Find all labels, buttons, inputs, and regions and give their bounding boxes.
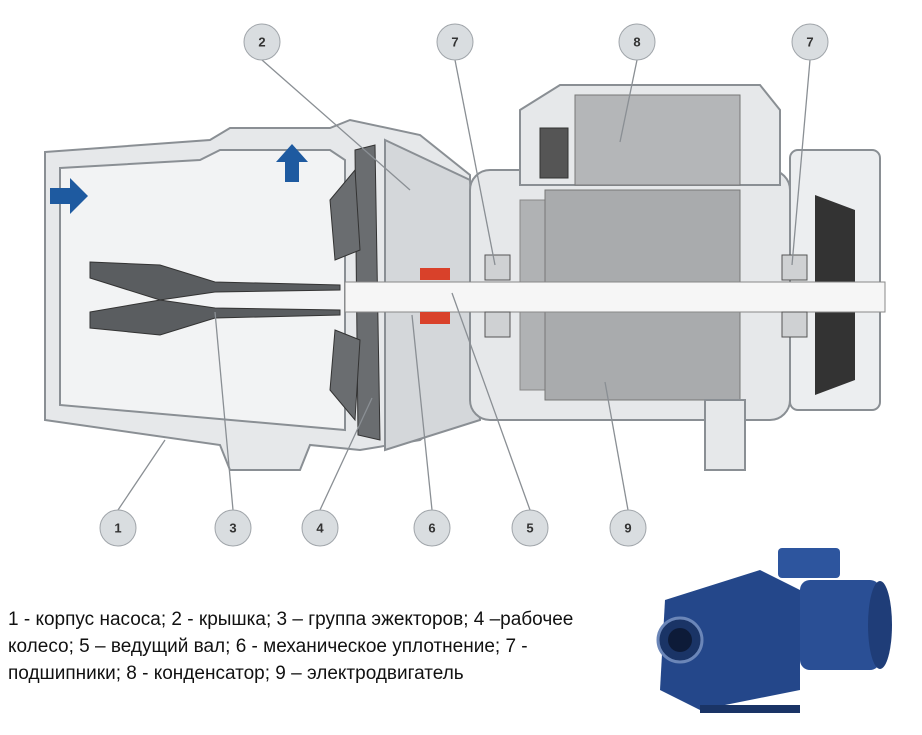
legend-line-3: подшипники; 8 - конденсатор; 9 – электро… <box>8 663 464 684</box>
callout-8: 8 <box>618 23 656 61</box>
callout-7-front: 7 <box>436 23 474 61</box>
bearings <box>484 254 808 338</box>
svg-text:2: 2 <box>258 35 265 50</box>
callout-7-rear: 7 <box>791 23 829 61</box>
parts-legend: 1 - корпус насоса; 2 - крышка; 3 – групп… <box>8 606 628 687</box>
outlet-arrow-icon <box>276 144 308 182</box>
callout-6: 6 <box>413 509 451 547</box>
callout-5: 5 <box>511 509 549 547</box>
callout-4: 4 <box>301 509 339 547</box>
svg-text:4: 4 <box>316 521 324 536</box>
svg-text:7: 7 <box>806 35 813 50</box>
callout-1: 1 <box>99 509 137 547</box>
svg-text:3: 3 <box>229 521 236 536</box>
impeller <box>329 144 381 441</box>
svg-text:1: 1 <box>114 521 121 536</box>
svg-text:9: 9 <box>624 521 631 536</box>
svg-text:7: 7 <box>451 35 458 50</box>
legend-line-1: 1 - корпус насоса; 2 - крышка; 3 – групп… <box>8 609 574 630</box>
inlet-arrow-icon <box>50 178 88 214</box>
pump-photo <box>656 548 892 713</box>
legend-line-2: колесо; 5 – ведущий вал; 6 - механическо… <box>8 636 528 657</box>
capacitor <box>519 84 781 186</box>
svg-text:8: 8 <box>633 35 640 50</box>
callout-9: 9 <box>609 509 647 547</box>
callout-2: 2 <box>243 23 281 61</box>
callout-3: 3 <box>214 509 252 547</box>
leader-lines <box>117 59 811 511</box>
svg-text:5: 5 <box>526 521 533 536</box>
drive-shaft <box>344 281 886 313</box>
svg-text:6: 6 <box>428 521 435 536</box>
mechanical-seal <box>420 268 450 324</box>
